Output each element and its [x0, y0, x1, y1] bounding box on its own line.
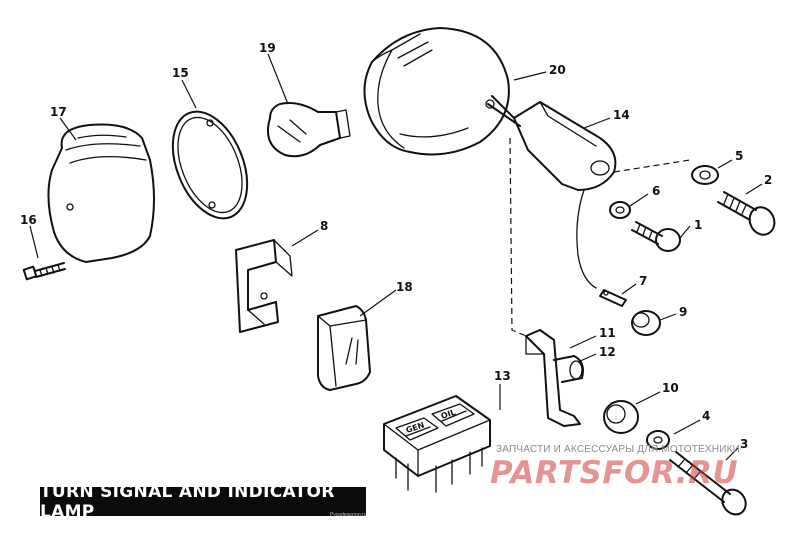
- callout-2: 2: [764, 173, 772, 187]
- socket-bracket-part-11-12: [525, 329, 584, 427]
- callout-3: 3: [740, 437, 748, 451]
- callout-15: 15: [172, 66, 189, 80]
- callout-9: 9: [679, 305, 687, 319]
- callout-14: 14: [613, 108, 630, 122]
- mounting-arm-part-14: [487, 95, 617, 191]
- callout-4: 4: [702, 409, 710, 423]
- callout-17: 17: [50, 105, 67, 119]
- switch-panel-part-13: GEN OIL: [383, 395, 491, 493]
- washer-part-4: [646, 430, 670, 450]
- housing-part-20: [363, 27, 510, 156]
- screw-part-16: [22, 262, 66, 281]
- grommet-part-10: [603, 400, 639, 434]
- callout-1: 1: [694, 218, 702, 232]
- bracket-part-8: [235, 239, 293, 333]
- callout-20: 20: [549, 63, 566, 77]
- watermark-logo: PARTSFOR.RU: [490, 455, 739, 491]
- callout-6: 6: [652, 184, 660, 198]
- callout-8: 8: [320, 219, 328, 233]
- washer-part-5: [691, 165, 719, 185]
- bulb-part-19: [266, 102, 351, 158]
- watermark-caption: ЗАПЧАСТИ И АКСЕССУАРЫ ДЛЯ МОТОТЕХНИКИ: [496, 444, 741, 455]
- callout-12: 12: [599, 345, 616, 359]
- lens-part-17: [47, 123, 155, 263]
- assembly-alignment-lines: [509, 137, 691, 337]
- grommet-part-9: [631, 310, 661, 336]
- flasher-part-18: [317, 305, 371, 391]
- wire: [576, 189, 597, 289]
- terminal-part-7: [599, 289, 627, 307]
- callout-19: 19: [259, 41, 276, 55]
- gasket-part-15: [171, 110, 249, 220]
- nut-part-6: [609, 201, 631, 219]
- callout-16: 16: [20, 213, 37, 227]
- callout-18: 18: [396, 280, 413, 294]
- bolt-part-2: [717, 191, 776, 236]
- callout-7: 7: [639, 274, 647, 288]
- screw-part-1: [631, 221, 681, 252]
- bolt-part-3: [669, 451, 747, 516]
- leader-lines: [29, 53, 763, 461]
- callout-5: 5: [735, 149, 743, 163]
- diagram-title: TURN SIGNAL AND INDICATOR LAMP: [40, 482, 366, 522]
- switch-label-oil: OIL: [440, 408, 457, 421]
- callout-10: 10: [662, 381, 679, 395]
- callout-11: 11: [599, 326, 616, 340]
- watermark-small-text: Русификатор.ru: [330, 512, 367, 518]
- callout-13: 13: [494, 369, 511, 383]
- callout-numbers: 1 2 3 4 5 6 7 8 9 10 11 12 13 14 15 16 1…: [20, 41, 772, 451]
